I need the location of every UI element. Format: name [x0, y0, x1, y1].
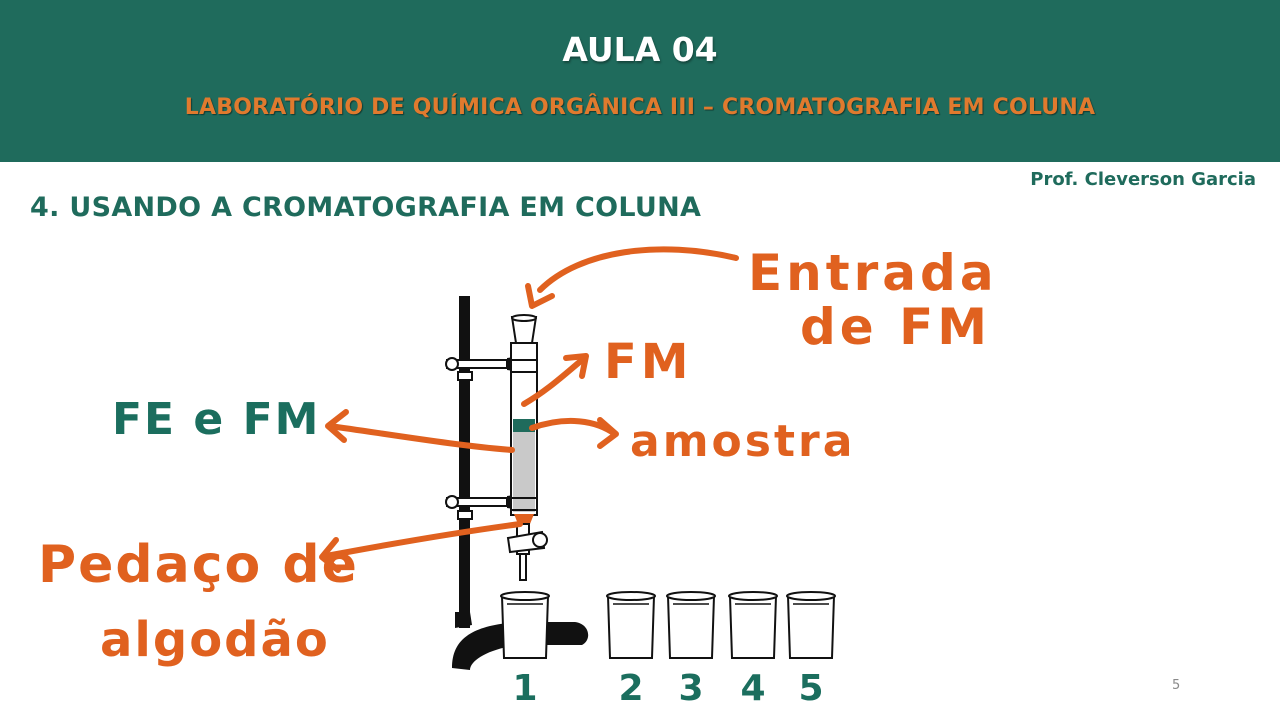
- section-title: 4. USANDO A CROMATOGRAFIA EM COLUNA: [30, 192, 702, 223]
- arrow-amostra-head: [597, 417, 619, 449]
- author-label: Prof. Cleverson Garcia: [1030, 169, 1256, 190]
- column-packing: [513, 432, 535, 512]
- label-fm: FM: [604, 334, 693, 390]
- label-de-fm: de FM: [800, 298, 991, 356]
- beaker-number-3: 3: [678, 668, 703, 709]
- label-amostra: amostra: [630, 416, 855, 467]
- beaker-number-4: 4: [740, 668, 765, 709]
- arrow-fm: [521, 357, 585, 407]
- arrow-fe-fm: [327, 423, 515, 453]
- beaker-1: 1: [500, 591, 550, 709]
- arrow-fm-head: [563, 353, 589, 379]
- beaker-number-2: 2: [618, 668, 643, 709]
- label-algodao: algodão: [100, 612, 330, 668]
- header-banner: AULA 04 LABORATÓRIO DE QUÍMICA ORGÂNICA …: [0, 0, 1280, 162]
- beaker-2: 2: [606, 591, 656, 709]
- label-pedaco: Pedaço de: [38, 535, 359, 595]
- beaker-3: 3: [666, 591, 716, 709]
- arrow-fe-fm-head: [325, 409, 349, 443]
- upper-clamp: [445, 356, 520, 381]
- label-entrada: Entrada: [748, 244, 998, 302]
- stand-rod: [459, 296, 470, 628]
- arrow-entrada-head: [525, 283, 555, 309]
- arrow-entrada: [537, 246, 739, 293]
- beaker-number-1: 1: [512, 668, 537, 709]
- stand-base: [452, 622, 589, 670]
- beaker-4: 4: [728, 591, 778, 709]
- page-number: 5: [1172, 678, 1181, 693]
- lower-clamp: [445, 494, 520, 520]
- slide-subtitle: LABORATÓRIO DE QUÍMICA ORGÂNICA III – CR…: [184, 95, 1096, 120]
- slide-title: AULA 04: [562, 30, 718, 69]
- column-tip: [519, 553, 527, 581]
- arrow-pedaco-head: [319, 537, 341, 573]
- label-fe-fm: FE e FM: [112, 394, 320, 445]
- beaker-5: 5: [786, 591, 836, 709]
- arrow-pedaco: [323, 521, 523, 559]
- beaker-number-5: 5: [798, 668, 823, 709]
